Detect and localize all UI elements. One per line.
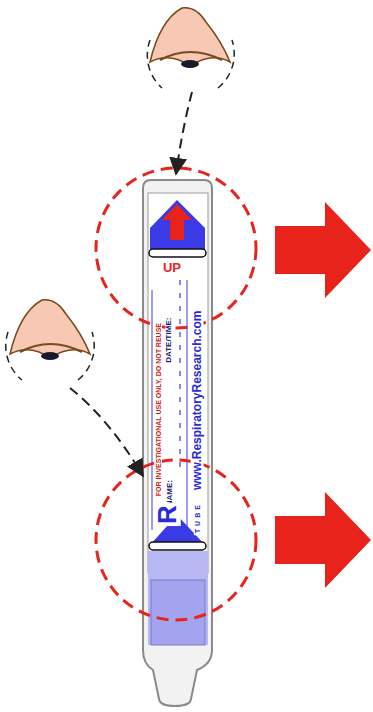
sample-fill: [148, 551, 208, 645]
eye-circle: [147, 40, 234, 88]
highlight-circle: [96, 168, 256, 328]
pupil: [181, 60, 199, 68]
label-rule: [152, 290, 153, 530]
label-rule: [187, 280, 188, 530]
highlight-circle: [96, 460, 256, 620]
band: [149, 249, 206, 257]
tube-outline: [143, 180, 212, 706]
tube-label-text: DATE/TIME:: [166, 315, 174, 364]
eye-skin: [10, 300, 90, 358]
eye-icon: [147, 8, 234, 88]
blue-marker: [150, 200, 205, 250]
eyelid: [20, 344, 82, 352]
up-arrow: [162, 204, 192, 240]
tube-label-text: R: [153, 504, 180, 527]
red-arrow: [275, 492, 371, 588]
tube-label-text: www.RespiratoryResearch.com: [191, 308, 204, 492]
direction-label: UP: [163, 261, 181, 275]
pupil: [41, 352, 59, 360]
tube-label-text: TUBE: [194, 500, 201, 535]
write-line: [179, 280, 180, 470]
view-arrow: [176, 92, 192, 174]
band: [149, 542, 206, 550]
label-paper: [148, 193, 208, 573]
tube-label-text: FOR INVESTIGATIONAL USE ONLY, DO NOT REU…: [155, 321, 162, 498]
view-arrow: [70, 388, 143, 476]
eye-icon: [6, 300, 94, 380]
eye-circle: [6, 332, 94, 380]
sample-fill: [151, 580, 205, 645]
eye-skin: [150, 8, 230, 66]
eyelid: [160, 52, 222, 60]
red-arrow: [275, 202, 371, 298]
